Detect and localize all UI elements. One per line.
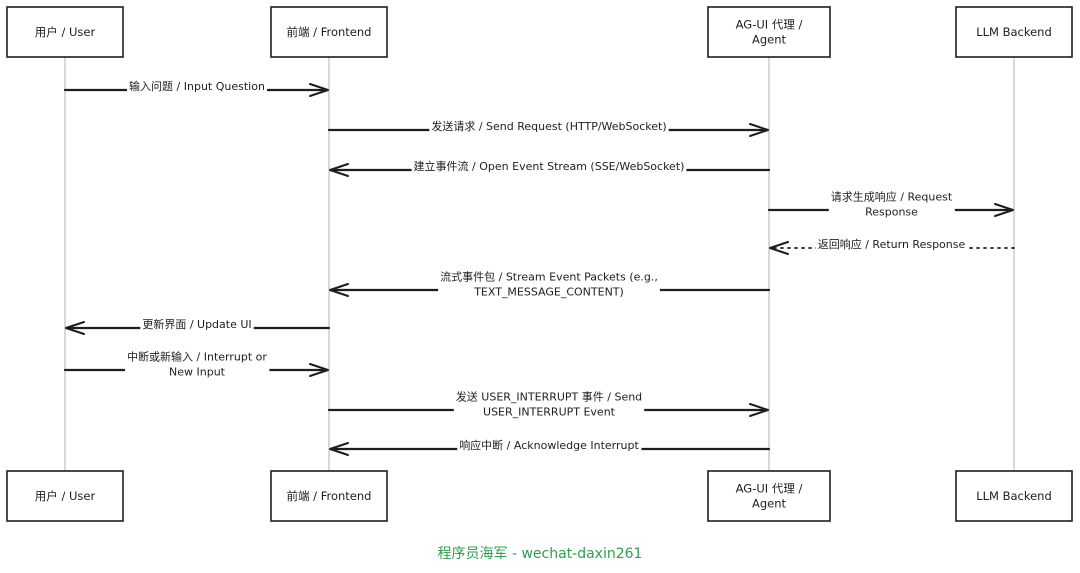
participant-agent-top: AG-UI 代理 /Agent [707, 6, 831, 58]
participant-box [955, 6, 1073, 58]
message-label-bg [457, 437, 642, 453]
message-label-bg [125, 348, 270, 380]
arrow-head [309, 363, 329, 377]
participant-box [270, 470, 388, 522]
message-label: 输入问题 / Input Question [129, 79, 265, 93]
footer-watermark: 程序员海军 - wechat-daxin261 [438, 546, 643, 562]
message-label: 请求生成响应 / Request [831, 190, 953, 204]
message-3: 建立事件流 / Open Event Stream (SSE/WebSocket… [329, 158, 771, 177]
lifelines [64, 57, 1015, 471]
participant-user-bottom: 用户 / User [6, 470, 124, 522]
message-label-bg [429, 118, 669, 134]
participant-user-top: 用户 / User [6, 6, 124, 58]
participant-label: AG-UI 代理 / [736, 482, 803, 496]
message-10: 响应中断 / Acknowledge Interrupt [329, 437, 771, 456]
participant-agent-bottom: AG-UI 代理 /Agent [707, 470, 831, 522]
participant-box [270, 6, 388, 58]
arrow-head [65, 321, 85, 335]
message-label: 发送请求 / Send Request (HTTP/WebSocket) [431, 119, 666, 133]
arrow-head [994, 203, 1014, 217]
message-label: USER_INTERRUPT Event [483, 406, 616, 419]
participant-label: AG-UI 代理 / [736, 18, 803, 32]
message-7: 更新界面 / Update UI [65, 316, 331, 335]
participant-llm-bottom: LLM Backend [955, 470, 1073, 522]
message-label-bg [411, 158, 687, 174]
message-label-bg [828, 188, 955, 220]
message-label: 流式事件包 / Stream Event Packets (e.g., [440, 270, 658, 284]
participant-box [707, 6, 831, 58]
messages: 输入问题 / Input Question 发送请求 / Send Request… [63, 78, 1015, 456]
message-label-bg [140, 316, 254, 332]
message-6: 流式事件包 / Stream Event Packets (e.g., TEXT_… [329, 268, 771, 300]
participants-bottom: 用户 / User 前端 / Frontend AG-UI 代理 /Agent LLM… [6, 470, 1073, 522]
message-label: 返回响应 / Return Response [818, 237, 966, 251]
message-label: New Input [169, 366, 226, 379]
message-5: 返回响应 / Return Response [769, 236, 1015, 255]
message-8: 中断或新输入 / Interrupt or New Input [63, 348, 329, 380]
participant-label: 前端 / Frontend [287, 489, 372, 503]
message-label: 发送 USER_INTERRUPT 事件 / Send [456, 390, 642, 404]
arrow-head [769, 241, 789, 255]
participant-label: LLM Backend [976, 489, 1052, 503]
participant-box [6, 6, 124, 58]
participant-frontend-top: 前端 / Frontend [270, 6, 388, 58]
message-label: 建立事件流 / Open Event Stream (SSE/WebSocket… [414, 159, 685, 173]
message-label: Response [865, 206, 918, 219]
participant-label: 用户 / User [35, 489, 96, 503]
arrow-head [329, 283, 349, 297]
message-label-bg [453, 388, 645, 420]
participant-box [707, 470, 831, 522]
arrow-head [309, 83, 329, 97]
participant-llm-top: LLM Backend [955, 6, 1073, 58]
arrow-head [329, 163, 349, 177]
participant-box [955, 470, 1073, 522]
participant-label: 用户 / User [35, 25, 96, 39]
message-9: 发送 USER_INTERRUPT 事件 / SendUSER_INTERRUP… [327, 388, 769, 420]
participant-label: 前端 / Frontend [287, 25, 372, 39]
message-label-bg [127, 78, 267, 94]
participant-frontend-bottom: 前端 / Frontend [270, 470, 388, 522]
message-label: TEXT_MESSAGE_CONTENT) [473, 286, 624, 299]
participant-label: Agent [752, 497, 787, 511]
arrow-head [749, 403, 769, 417]
arrow-head [329, 442, 349, 456]
participants-top: 用户 / User 前端 / Frontend AG-UI 代理 /Agent LLM… [6, 6, 1073, 58]
message-label: 更新界面 / Update UI [142, 317, 251, 331]
message-label: 响应中断 / Acknowledge Interrupt [459, 438, 639, 452]
message-1: 输入问题 / Input Question [63, 78, 329, 97]
participant-label: Agent [752, 33, 787, 47]
message-label: 中断或新输入 / Interrupt or [127, 350, 267, 364]
message-label-bg [438, 268, 660, 300]
message-2: 发送请求 / Send Request (HTTP/WebSocket) [327, 118, 769, 137]
participant-box [6, 470, 124, 522]
participant-label: LLM Backend [976, 25, 1052, 39]
arrow-head [749, 123, 769, 137]
message-label-bg [815, 236, 968, 252]
